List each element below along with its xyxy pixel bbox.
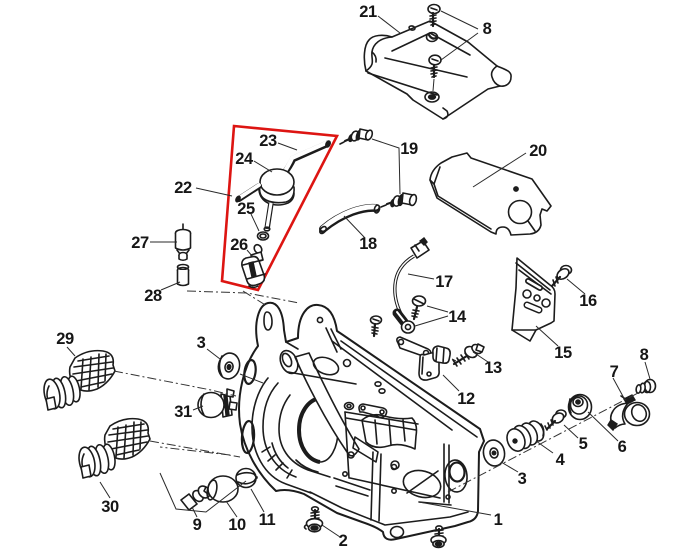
svg-text:29: 29 — [56, 330, 74, 348]
svg-text:9: 9 — [193, 516, 202, 534]
svg-text:15: 15 — [554, 344, 572, 362]
svg-text:3: 3 — [197, 334, 206, 352]
svg-text:24: 24 — [235, 150, 254, 168]
svg-text:17: 17 — [435, 273, 453, 291]
svg-text:4: 4 — [556, 451, 566, 469]
svg-text:18: 18 — [359, 235, 377, 253]
svg-text:22: 22 — [174, 179, 192, 197]
svg-text:26: 26 — [230, 236, 248, 254]
svg-text:13: 13 — [484, 359, 502, 377]
svg-text:14: 14 — [448, 308, 467, 326]
svg-text:8: 8 — [640, 346, 649, 364]
svg-text:28: 28 — [144, 287, 162, 305]
svg-text:2: 2 — [339, 532, 348, 550]
svg-text:11: 11 — [259, 511, 276, 529]
svg-text:1: 1 — [494, 511, 503, 529]
svg-text:25: 25 — [237, 200, 255, 218]
svg-text:23: 23 — [259, 132, 277, 150]
svg-text:31: 31 — [174, 403, 192, 421]
svg-text:7: 7 — [610, 363, 619, 381]
svg-text:6: 6 — [618, 438, 627, 456]
svg-text:20: 20 — [529, 142, 547, 160]
svg-text:19: 19 — [400, 140, 418, 158]
svg-text:8: 8 — [483, 20, 492, 38]
svg-text:10: 10 — [228, 516, 246, 534]
svg-text:3: 3 — [518, 470, 527, 488]
svg-text:12: 12 — [457, 390, 475, 408]
svg-text:30: 30 — [101, 498, 119, 516]
svg-text:16: 16 — [579, 292, 597, 310]
svg-text:27: 27 — [131, 234, 149, 252]
svg-text:5: 5 — [579, 435, 588, 453]
svg-text:21: 21 — [359, 3, 377, 21]
